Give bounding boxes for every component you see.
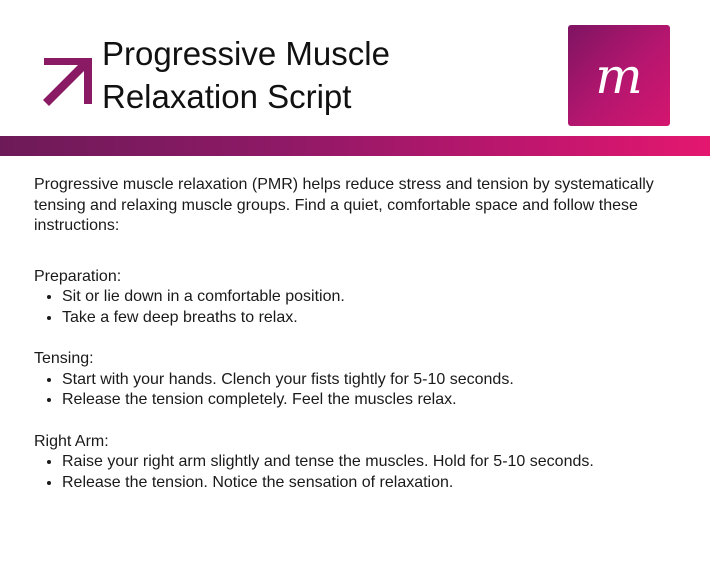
list-item: Release the tension. Notice the sensatio… (62, 473, 674, 494)
title-line-2: Relaxation Script (102, 78, 352, 115)
section-heading: Tensing: (34, 350, 94, 367)
section-tensing: Tensing: Start with your hands. Clench y… (34, 349, 674, 411)
intro-paragraph: Progressive muscle relaxation (PMR) help… (34, 176, 654, 234)
section-heading: Right Arm: (34, 432, 109, 450)
logo: m (568, 25, 670, 126)
bullet-list: Sit or lie down in a comfortable positio… (34, 287, 674, 328)
section-preparation: Preparation: Sit or lie down in a comfor… (34, 267, 674, 329)
list-item: Start with your hands. Clench your fists… (62, 370, 674, 391)
section-right-arm: Right Arm: Raise your right arm slightly… (34, 432, 674, 494)
page-title: Progressive Muscle Relaxation Script (102, 32, 542, 118)
list-item: Raise your right arm slightly and tense … (62, 452, 674, 473)
header-divider-band (0, 136, 710, 156)
bullet-list: Raise your right arm slightly and tense … (34, 452, 674, 493)
bullet-list: Start with your hands. Clench your fists… (34, 370, 674, 411)
list-item: Release the tension completely. Feel the… (62, 390, 674, 411)
list-item: Sit or lie down in a comfortable positio… (62, 287, 674, 308)
section-heading: Preparation: (34, 267, 122, 285)
title-line-1: Progressive Muscle (102, 35, 390, 72)
document-body: Progressive muscle relaxation (PMR) help… (34, 175, 674, 514)
logo-letter: m (595, 46, 643, 105)
list-item: Take a few deep breaths to relax. (62, 308, 674, 329)
arrow-up-right-icon (43, 58, 92, 106)
